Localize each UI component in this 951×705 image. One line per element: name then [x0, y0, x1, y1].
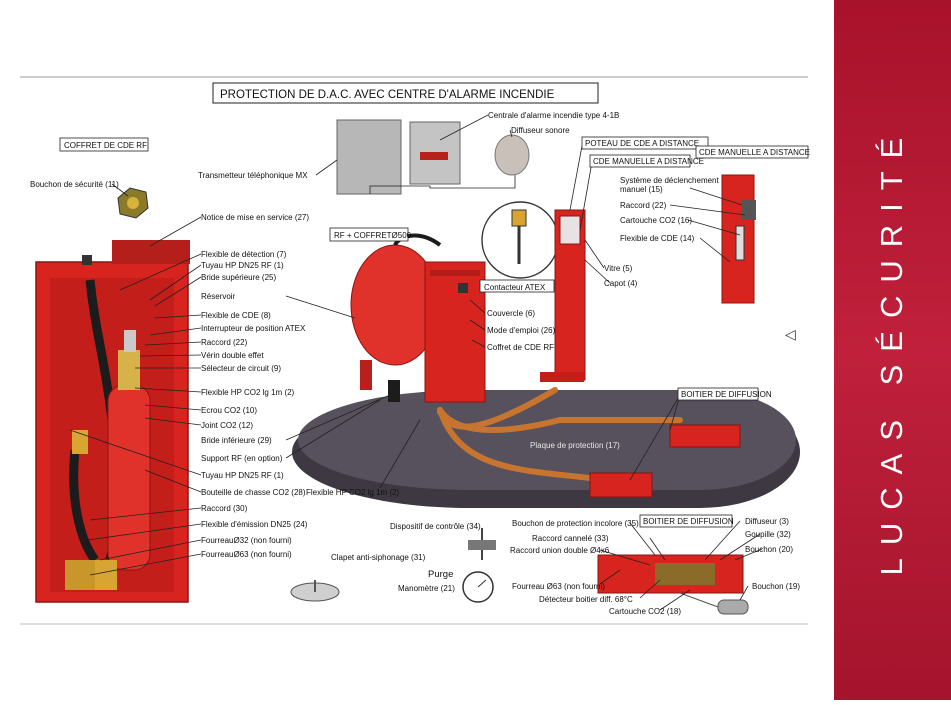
label-fourreau63b: Fourreau Ø63 (non fourni)	[512, 582, 605, 591]
label-systeme-1: Système de déclenchement	[620, 176, 720, 185]
diagram-title: PROTECTION DE D.A.C. AVEC CENTRE D'ALARM…	[220, 89, 555, 101]
control-device	[462, 528, 496, 603]
cde-manuelle-heading-box	[589, 154, 691, 168]
arrow-mark: ◁	[785, 326, 796, 342]
label-cartouche-18: Cartouche CO2 (18)	[609, 607, 681, 616]
label-joint: Joint CO2 (12)	[201, 421, 253, 430]
atex-heading-box	[479, 279, 555, 293]
brand-name: LUCAS SÉCURITÉ	[874, 124, 909, 576]
label-plaque: Plaque de protection (17)	[530, 441, 620, 450]
label-flexible-detection: Flexible de détection (7)	[201, 250, 287, 259]
cde-rf-cabinet	[35, 240, 190, 603]
label-cde-manuelle-box: CDE MANUELLE A DISTANCE	[699, 148, 810, 157]
label-bride-inf: Bride inférieure (29)	[201, 436, 272, 445]
label-contacteur-atex: Contacteur ATEX	[484, 283, 546, 292]
atex-contactor	[511, 209, 527, 227]
label-support-rf: Support RF (en option)	[201, 454, 283, 463]
label-raccord-22b: Raccord (22)	[620, 201, 667, 210]
anti-siphon-valve	[290, 580, 340, 602]
label-detecteur: Détecteur boitier diff. 68°C	[539, 595, 633, 604]
label-bouchon-securite: Bouchon de sécurité (11)	[30, 180, 119, 189]
label-bride-sup: Bride supérieure (25)	[201, 273, 276, 282]
label-flexible-cde: Flexible de CDE (8)	[201, 311, 271, 320]
manual-remote-unit	[721, 174, 756, 304]
diffusion-pipes	[437, 387, 683, 483]
label-flexible-cde-14: Flexible de CDE (14)	[620, 234, 695, 243]
label-systeme-2: manuel (15)	[620, 185, 663, 194]
label-coffret-cde-rf-b: Coffret de CDE RF	[487, 343, 554, 352]
label-bouchon-19: Bouchon (19)	[752, 582, 800, 591]
label-cartouche-16: Cartouche CO2 (16)	[620, 216, 692, 225]
label-boitier-diffusion-a: BOITIER DE DIFFUSION	[681, 390, 772, 399]
label-centrale: Centrale d'alarme incendie type 4-1B	[488, 111, 619, 120]
alarm-panel-display	[420, 152, 448, 160]
label-transmetteur: Transmetteur téléphonique MX	[198, 171, 308, 180]
label-couvercle: Couvercle (6)	[487, 309, 535, 318]
base-platform	[292, 390, 800, 508]
label-verin: Vérin double effet	[201, 351, 264, 360]
reservoir-tank	[350, 233, 442, 402]
poteau-heading-box	[581, 136, 709, 150]
label-raccord-22: Raccord (22)	[201, 338, 248, 347]
label-manometre: Manomètre (21)	[398, 584, 455, 593]
sound-diffuser	[494, 134, 530, 176]
label-diffuseur-sonore: Diffuseur sonore	[511, 126, 570, 135]
label-purge: Purge	[428, 569, 453, 580]
coffret-heading-box	[59, 137, 149, 152]
diagram-area: PROTECTION DE D.A.C. AVEC CENTRE D'ALARM…	[20, 76, 810, 625]
label-bouteille: Bouteille de chasse CO2 (28)	[201, 488, 306, 497]
label-mode-emploi: Mode d'emploi (26)	[487, 326, 556, 335]
label-fourreau63: FourreauØ63 (non fourni)	[201, 550, 292, 559]
diffusion-box-detail	[597, 554, 749, 615]
label-flexible-hp-2: Flexible HP CO2 lg 1m (2)	[201, 388, 295, 397]
label-rf-coffret: RF + COFFRETØ500	[334, 231, 412, 240]
label-vitre: Vitre (5)	[604, 264, 633, 273]
label-interrupteur: Interrupteur de position ATEX	[201, 324, 306, 333]
label-clapet: Clapet anti-siphonage (31)	[331, 553, 426, 562]
label-reservoir: Réservoir	[201, 292, 236, 301]
label-flexible-emission: Flexible d'émission DN25 (24)	[201, 520, 308, 529]
label-flexible-hp-2b: Flexible HP CO2 lg 1m (2)	[306, 488, 400, 497]
diffusion-box-lower	[589, 472, 653, 498]
label-tuyau-hp-1: Tuyau HP DN25 RF (1)	[201, 261, 284, 270]
label-raccord-cannele: Raccord cannelé (33)	[532, 534, 609, 543]
label-goupille: Goupille (32)	[745, 530, 791, 539]
label-raccord-30: Raccord (30)	[201, 504, 248, 513]
label-boitier-diffusion-b: BOITIER DE DIFFUSION	[643, 517, 734, 526]
label-poteau: POTEAU DE CDE A DISTANCE	[585, 139, 699, 148]
label-tuyau-hp-1b: Tuyau HP DN25 RF (1)	[201, 471, 284, 480]
alarm-wiring	[369, 175, 516, 194]
cde-manuelle-box-heading	[695, 145, 809, 159]
label-fourreau32: FourreauØ32 (non fourni)	[201, 536, 292, 545]
diffusion-box-upper	[669, 424, 741, 448]
rf-coffret-box	[329, 227, 409, 242]
label-raccord-union: Raccord union double Ø4x6	[510, 546, 610, 555]
label-bouchon-protection: Bouchon de protection incolore (35)	[512, 519, 639, 528]
label-dispositif: Dispositif de contrôle (34)	[390, 522, 481, 531]
label-capot: Capot (4)	[604, 279, 638, 288]
label-coffret-cde-rf: COFFRET DE CDE RF	[64, 141, 147, 150]
label-ecrou: Ecrou CO2 (10)	[201, 406, 257, 415]
boitier-b-heading-box	[639, 514, 733, 528]
label-diffuseur-3: Diffuseur (3)	[745, 517, 789, 526]
label-selecteur: Sélecteur de circuit (9)	[201, 364, 281, 373]
security-cap	[117, 187, 149, 219]
leader-lines	[69, 114, 763, 611]
label-bouchon-20: Bouchon (20)	[745, 545, 793, 554]
label-notice: Notice de mise en service (27)	[201, 213, 309, 222]
rf-box	[424, 261, 486, 403]
label-cde-manuelle: CDE MANUELLE A DISTANCE	[593, 157, 704, 166]
title-box	[212, 82, 599, 104]
telephone-transmitter	[336, 119, 402, 195]
brand-panel: LUCAS SÉCURITÉ	[834, 0, 951, 700]
fire-protection-diagram: PROTECTION DE D.A.C. AVEC CENTRE D'ALARM…	[20, 76, 810, 625]
boitier-a-heading-box	[677, 387, 759, 401]
